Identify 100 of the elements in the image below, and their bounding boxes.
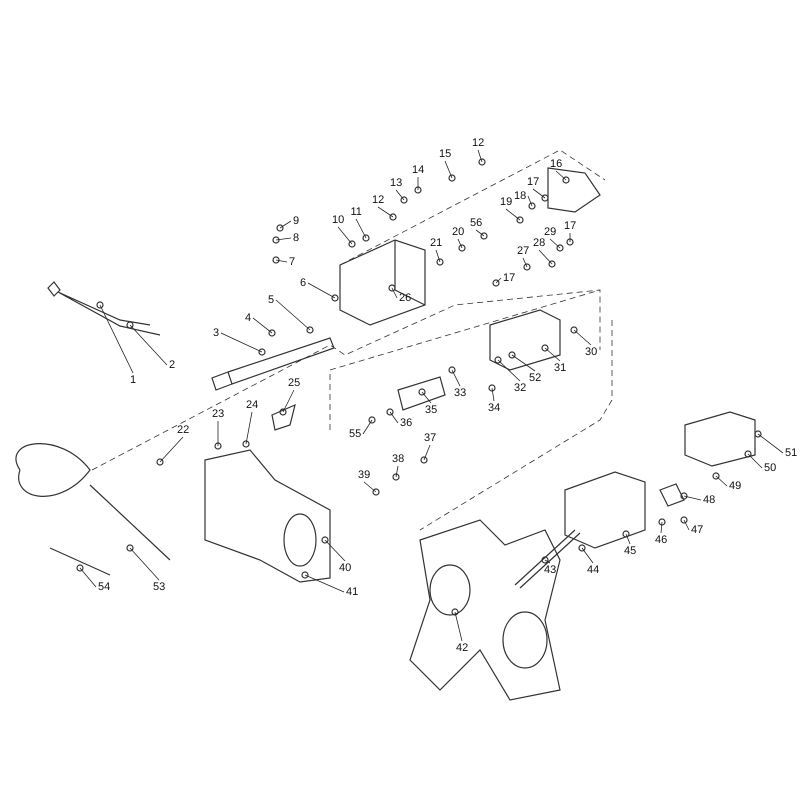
leader-line <box>130 548 160 580</box>
leader-line <box>246 412 252 444</box>
leader-line <box>160 436 184 462</box>
leader-line <box>496 278 502 284</box>
leader-line <box>538 250 552 264</box>
callout-number: 30 <box>585 346 598 358</box>
callout-number: 13 <box>390 177 402 189</box>
callout-number: 52 <box>529 372 542 384</box>
callout-number: 12 <box>472 137 484 149</box>
callout-number: 8 <box>293 232 300 244</box>
leader-line <box>748 454 762 468</box>
callout-number: 15 <box>439 148 452 160</box>
callout-number: 3 <box>213 327 220 339</box>
leader-line <box>476 230 484 236</box>
leader-line <box>454 612 462 642</box>
callout-number: 17 <box>564 220 576 232</box>
callout-number: 42 <box>456 642 468 654</box>
leader-line <box>324 540 346 562</box>
leader-line <box>308 282 336 298</box>
leader-line <box>220 332 262 352</box>
callout-number: 20 <box>452 226 464 238</box>
callout-number: 7 <box>289 256 296 268</box>
leader-line <box>512 354 536 372</box>
leader-line <box>422 392 432 404</box>
callout-number: 38 <box>392 453 404 465</box>
callout-number: 48 <box>703 494 716 506</box>
leader-line <box>276 300 310 330</box>
callout-number: 14 <box>412 164 424 176</box>
callout-number: 41 <box>346 586 358 598</box>
leader-line <box>252 318 272 334</box>
callout-number: 34 <box>488 402 500 414</box>
leader-line <box>498 360 520 382</box>
leader-line <box>452 370 460 386</box>
leader-line <box>528 196 532 206</box>
leader-line <box>478 150 482 162</box>
leader-line <box>582 548 594 564</box>
callout-number: 45 <box>624 545 636 557</box>
callout-number: 40 <box>339 562 352 574</box>
callout-number: 6 <box>300 277 306 289</box>
leader-line <box>396 466 398 478</box>
callout-number: 50 <box>764 462 776 474</box>
callout-number: 55 <box>349 428 362 440</box>
callout-number: 49 <box>729 480 742 492</box>
leader-line <box>458 238 462 248</box>
leader-line <box>80 568 96 588</box>
callout-number: 54 <box>98 581 110 593</box>
callout-number: 21 <box>430 237 442 249</box>
callout-number: 22 <box>177 424 190 436</box>
callout-number: 51 <box>785 447 798 459</box>
leader-line <box>436 250 440 262</box>
callout-number: 35 <box>425 404 438 416</box>
leader-line <box>444 160 452 178</box>
callout-number: 29 <box>544 226 556 238</box>
callout-number: 28 <box>533 237 546 249</box>
leader-line <box>378 206 394 218</box>
callout-number: 17 <box>527 176 540 188</box>
leader-line <box>282 390 294 412</box>
callout-number: 19 <box>500 196 512 208</box>
callout-number: 2 <box>169 359 176 371</box>
callout-number: 33 <box>454 387 466 399</box>
callout-number: 17 <box>503 272 516 284</box>
leader-line <box>626 534 630 544</box>
leader-line <box>130 324 168 366</box>
leader-line <box>364 482 376 492</box>
leader-line <box>506 208 520 220</box>
callout-number: 16 <box>550 158 562 170</box>
leader-line <box>280 220 292 228</box>
callout-number: 12 <box>372 194 384 206</box>
leader-line <box>392 288 398 298</box>
callout-number: 24 <box>246 399 258 411</box>
leader-line <box>338 226 352 244</box>
leader-line <box>544 560 550 564</box>
callout-number: 11 <box>350 206 362 218</box>
leader-line <box>100 304 134 374</box>
leader-line <box>684 520 690 530</box>
callout-number: 10 <box>332 214 344 226</box>
leader-line <box>532 188 546 198</box>
callout-number: 56 <box>470 217 482 229</box>
leader-line <box>544 348 560 362</box>
leader-line <box>684 496 702 500</box>
callout-number: 27 <box>517 245 530 257</box>
callout-number: 18 <box>514 190 526 202</box>
callout-number: 43 <box>544 564 556 576</box>
callout-number: 47 <box>691 524 704 536</box>
callout-number: 46 <box>655 534 668 546</box>
leader-line <box>556 170 566 180</box>
leader-line <box>276 260 288 262</box>
leader-line <box>758 434 784 454</box>
leader-line <box>574 330 592 346</box>
callout-number: 37 <box>424 432 436 444</box>
leader-line <box>492 388 494 402</box>
callout-number: 4 <box>245 312 252 324</box>
callout-number: 26 <box>399 292 412 304</box>
callout-number: 5 <box>268 294 274 306</box>
leader-line <box>550 238 560 248</box>
leader-line <box>304 574 344 592</box>
callout-number: 39 <box>358 469 370 481</box>
callout-number: 1 <box>130 374 136 386</box>
leader-line <box>522 258 528 268</box>
leader-line <box>356 218 366 238</box>
